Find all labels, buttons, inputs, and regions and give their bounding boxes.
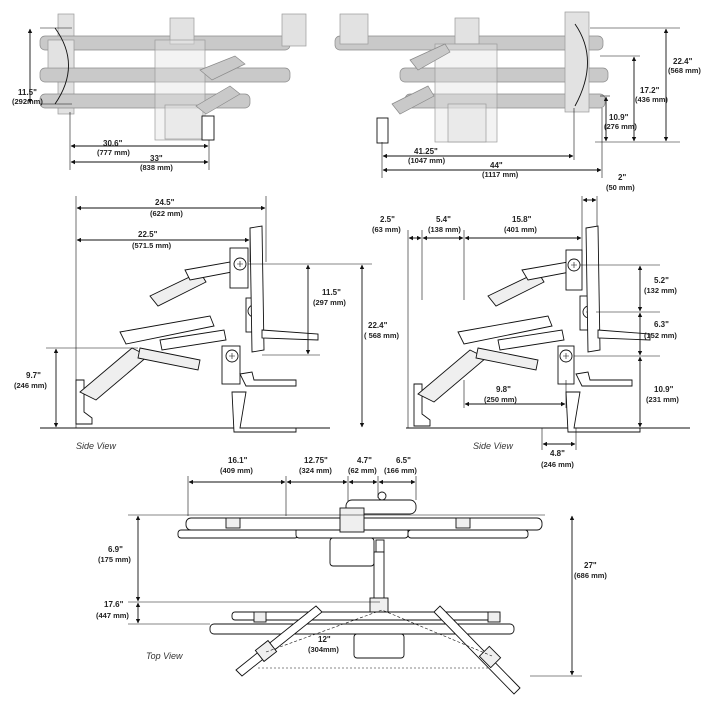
dim-label: 44" <box>490 161 503 170</box>
dim-label: (409 mm) <box>220 466 253 475</box>
dim-label: (50 mm) <box>606 183 635 192</box>
dim-label: (436 mm) <box>635 95 668 104</box>
dim-label: 10.9" <box>654 385 674 394</box>
dim-label: 15.8" <box>512 215 532 224</box>
dim-label: 30.6" <box>103 139 123 148</box>
dim-label: (246 mm) <box>541 460 574 469</box>
dim-label: 16.1" <box>228 456 248 465</box>
front-view-right: 22.4" (568 mm) 17.2" (436 mm) 10.9" (276… <box>334 11 701 179</box>
dim-label: (838 mm) <box>140 163 173 172</box>
dim-label: 22.5" <box>138 230 158 239</box>
dim-label: 6.5" <box>396 456 411 465</box>
dim-label: (231 mm) <box>646 395 679 404</box>
dim-label: (250 mm) <box>484 395 517 404</box>
dim-label: (132 mm) <box>644 286 677 295</box>
dim-label: 33" <box>150 154 163 163</box>
dim-label: (63 mm) <box>372 225 401 234</box>
dim-label: (152 mm) <box>644 331 677 340</box>
view-label: Top View <box>146 651 183 661</box>
dim-label: 22.4" <box>368 321 388 330</box>
dim-label: 12.75" <box>304 456 328 465</box>
dim-label: (1117 mm) <box>482 170 519 179</box>
dim-label: 5.4" <box>436 215 451 224</box>
dim-label: (324 mm) <box>299 466 332 475</box>
dim-label: 9.7" <box>26 371 41 380</box>
dim-label: 27" <box>584 561 597 570</box>
dim-label: 11.5" <box>322 288 341 297</box>
dim-label: (777 mm) <box>97 148 130 157</box>
dim-label: 22.4" <box>673 57 693 66</box>
top-view: 16.1" (409 mm) 12.75" (324 mm) 4.7" (62 … <box>96 456 607 695</box>
dim-label: (175 mm) <box>98 555 131 564</box>
dim-label: 6.9" <box>108 545 123 554</box>
dim-label: (571.5 mm) <box>132 241 172 250</box>
dim-label: (246 mm) <box>14 381 47 390</box>
dim-label: 4.7" <box>357 456 372 465</box>
view-label: Side View <box>76 441 116 451</box>
dim-label: 11.5" <box>18 88 37 97</box>
dim-label: 5.2" <box>654 276 669 285</box>
dim-label: 24.5" <box>155 198 175 207</box>
side-view-left: 24.5" (622 mm) 22.5" (571.5 mm) 11.5" (2… <box>14 196 400 451</box>
dim-label: 2.5" <box>380 215 395 224</box>
dim-label: ( 568 mm) <box>364 331 400 340</box>
dim-label: (447 mm) <box>96 611 129 620</box>
dim-label: (276 mm) <box>604 122 637 131</box>
dim-label: 17.6" <box>104 600 124 609</box>
dim-label: (686 mm) <box>574 571 607 580</box>
dim-label: (401 mm) <box>504 225 537 234</box>
dim-label: (166 mm) <box>384 466 417 475</box>
dim-label: 12" <box>318 635 331 644</box>
view-label: Side View <box>473 441 513 451</box>
dim-label: 4.8" <box>550 449 565 458</box>
side-view-right: 2.5" (63 mm) 5.4" (138 mm) 15.8" (401 mm… <box>372 173 690 469</box>
dim-label: (138 mm) <box>428 225 461 234</box>
dim-label: 2" <box>618 173 626 182</box>
dim-label: (304mm) <box>308 645 339 654</box>
dim-label: 41.25" <box>414 147 438 156</box>
dim-label: (1047 mm) <box>408 156 446 165</box>
dim-label: 10.9" <box>609 113 629 122</box>
dim-label: (62 mm) <box>348 466 377 475</box>
dim-label: 17.2" <box>640 86 660 95</box>
dim-label: (297 mm) <box>313 298 346 307</box>
dim-label: (568 mm) <box>668 66 701 75</box>
dim-label: 6.3" <box>654 320 669 329</box>
dim-label: (622 mm) <box>150 209 183 218</box>
dim-label: (292mm) <box>12 97 43 106</box>
dim-label: 9.8" <box>496 385 511 394</box>
front-view-left: 11.5" (292mm) 30.6" (777 mm) 33" (838 mm… <box>12 13 307 172</box>
